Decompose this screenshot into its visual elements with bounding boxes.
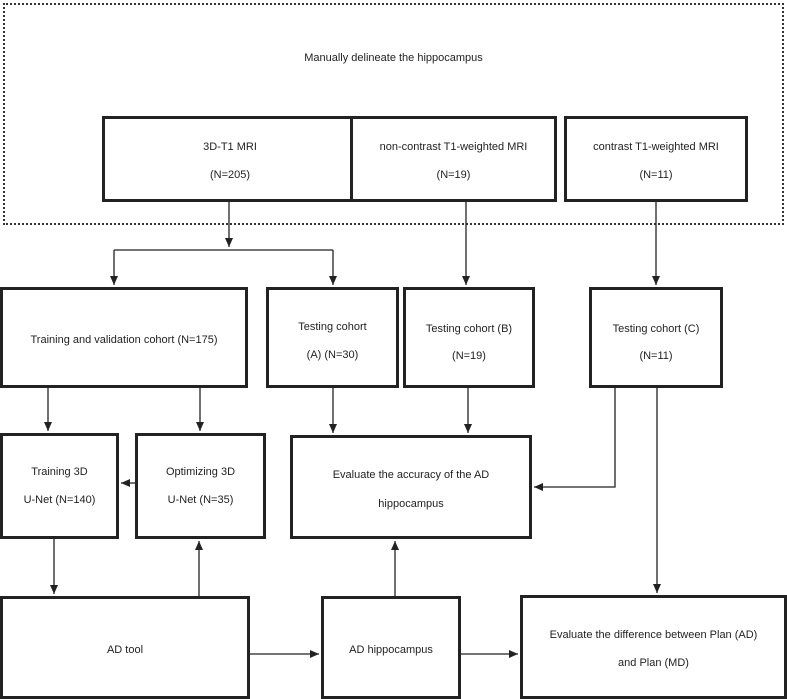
evaluate-accuracy-node: Evaluate the accuracy of the AD hippocam… — [290, 435, 532, 539]
node-label: Evaluate the difference between Plan (AD… — [549, 629, 758, 641]
node-count: (N=19) — [436, 169, 471, 181]
node-label: Evaluate the accuracy of the AD — [332, 469, 490, 481]
node-count: U-Net (N=35) — [167, 494, 234, 506]
optimizing-unet-node: Optimizing 3D U-Net (N=35) — [135, 433, 266, 539]
node-count: (N=11) — [639, 350, 673, 362]
contrast-mri-node: contrast T1-weighted MRI (N=11) — [564, 116, 748, 202]
node-label: contrast T1-weighted MRI — [593, 141, 719, 153]
node-count: (N=205) — [209, 169, 251, 181]
node-label: Testing cohort (C) — [612, 323, 700, 335]
node-label: AD tool — [106, 644, 144, 656]
node-label: AD hippocampus — [349, 644, 433, 656]
node-label-line2: hippocampus — [378, 498, 444, 510]
node-count: U-Net (N=140) — [23, 494, 96, 506]
node-label: 3D-T1 MRI — [203, 141, 257, 153]
node-count: (A) (N=30) — [306, 349, 359, 361]
testing-cohort-c-node: Testing cohort (C) (N=11) — [589, 287, 723, 388]
node-count: (N=11) — [639, 169, 673, 181]
node-label: Testing cohort — [298, 321, 367, 333]
region-label: Manually delineate the hippocampus — [304, 52, 483, 64]
node-label: Testing cohort (B) — [425, 323, 513, 335]
node-count: (N=19) — [452, 350, 486, 362]
mri-3d-t1-node: 3D-T1 MRI (N=205) — [102, 116, 358, 202]
non-contrast-mri-node: non-contrast T1-weighted MRI (N=19) — [350, 116, 557, 202]
node-label: Training and validation cohort (N=175) — [30, 334, 218, 346]
evaluate-difference-node: Evaluate the difference between Plan (AD… — [520, 595, 787, 699]
node-label: non-contrast T1-weighted MRI — [379, 141, 528, 153]
node-label: Training 3D — [31, 466, 88, 478]
training-validation-cohort-node: Training and validation cohort (N=175) — [0, 287, 248, 388]
edge-test-c-to-evaluate — [534, 388, 616, 491]
manual-delineation-region — [3, 3, 784, 225]
training-unet-node: Training 3D U-Net (N=140) — [0, 433, 119, 539]
testing-cohort-a-node: Testing cohort (A) (N=30) — [266, 287, 399, 388]
ad-hippocampus-node: AD hippocampus — [321, 596, 461, 699]
testing-cohort-b-node: Testing cohort (B) (N=19) — [403, 287, 535, 388]
ad-tool-node: AD tool — [0, 596, 250, 699]
node-label: Optimizing 3D — [165, 466, 236, 478]
node-label-line2: and Plan (MD) — [618, 657, 689, 669]
